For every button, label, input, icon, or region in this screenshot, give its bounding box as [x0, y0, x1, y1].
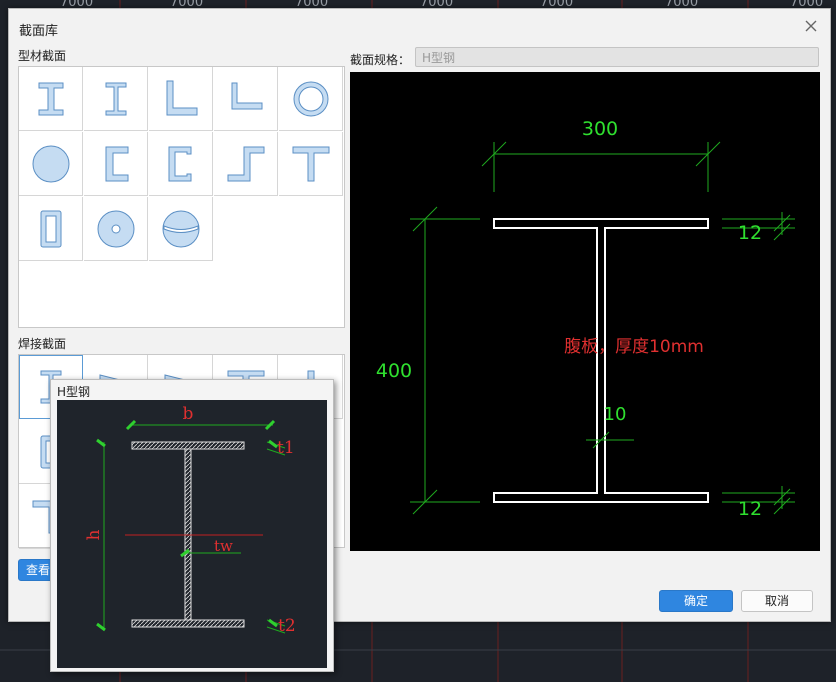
label-h: h — [84, 529, 104, 540]
label-tw: tw — [214, 537, 233, 555]
label-t2: t2 — [278, 616, 296, 636]
section-pipe[interactable] — [279, 67, 343, 131]
height-label: 400 — [376, 360, 412, 382]
rect-tube-icon — [40, 210, 62, 248]
cancel-button[interactable]: 取消 — [741, 590, 813, 612]
section-drawing: 300 400 12 12 10 腹板，厚度10mm — [376, 118, 795, 520]
section-hollow-round[interactable] — [84, 197, 148, 261]
ruler-label: 7000 — [790, 0, 823, 10]
z-section-icon — [227, 146, 265, 182]
h-beam-icon — [105, 82, 127, 116]
section-tooltip: H型钢 — [50, 379, 334, 672]
section-z[interactable] — [214, 132, 278, 196]
ruler-label: 7000 — [60, 0, 93, 10]
section-t[interactable] — [279, 132, 343, 196]
ruler-label: 7000 — [665, 0, 698, 10]
web-thickness-label: 10 — [604, 404, 627, 425]
tooltip-title: H型钢 — [57, 385, 91, 399]
profile-section-grid — [18, 66, 345, 328]
label-b: b — [183, 404, 194, 424]
tooltip-diagram: b h t1 t2 tw — [57, 400, 327, 668]
h-beam-schematic: b h t1 t2 tw — [84, 404, 296, 636]
ruler-label: 7000 — [540, 0, 573, 10]
dialog-title: 截面库 — [19, 24, 59, 39]
section-solid-round[interactable] — [19, 132, 83, 196]
bottom-flange-thickness-label: 12 — [738, 498, 762, 520]
ok-button[interactable]: 确定 — [659, 590, 733, 612]
flange-width-label: 300 — [582, 118, 618, 140]
channel-icon — [105, 146, 129, 182]
section-channel[interactable] — [84, 132, 148, 196]
spec-label: 截面规格： — [350, 53, 411, 67]
c-channel-icon — [168, 146, 192, 182]
spec-field[interactable] — [415, 47, 819, 67]
ruler-label: 7000 — [420, 0, 453, 10]
ruler-label: 7000 — [295, 0, 328, 10]
angle-icon — [166, 80, 198, 116]
split-sphere-icon — [162, 210, 200, 248]
section-rect-tube[interactable] — [19, 197, 83, 261]
section-split-sphere[interactable] — [149, 197, 213, 261]
section-i-beam[interactable] — [19, 67, 83, 131]
solid-round-icon — [32, 145, 70, 183]
label-t1: t1 — [277, 438, 295, 458]
web-note: 腹板，厚度10mm — [564, 337, 704, 357]
i-beam-icon — [38, 82, 64, 116]
profile-section-label: 型材截面 — [18, 49, 67, 63]
section-preview: 300 400 12 12 10 腹板，厚度10mm — [350, 72, 820, 551]
top-flange-thickness-label: 12 — [738, 222, 762, 244]
welded-section-label: 焊接截面 — [18, 337, 67, 351]
hollow-round-icon — [97, 210, 135, 248]
section-angle[interactable] — [149, 67, 213, 131]
h-section-outline — [493, 218, 709, 503]
view-button[interactable]: 查看 — [18, 559, 58, 581]
section-h-beam[interactable] — [84, 67, 148, 131]
section-c-channel[interactable] — [149, 132, 213, 196]
unequal-angle-icon — [231, 82, 263, 110]
pipe-icon — [293, 81, 329, 117]
ruler-label: 7000 — [170, 0, 203, 10]
close-icon[interactable] — [804, 19, 818, 33]
section-unequal-angle[interactable] — [214, 67, 278, 131]
t-section-icon — [292, 146, 330, 182]
